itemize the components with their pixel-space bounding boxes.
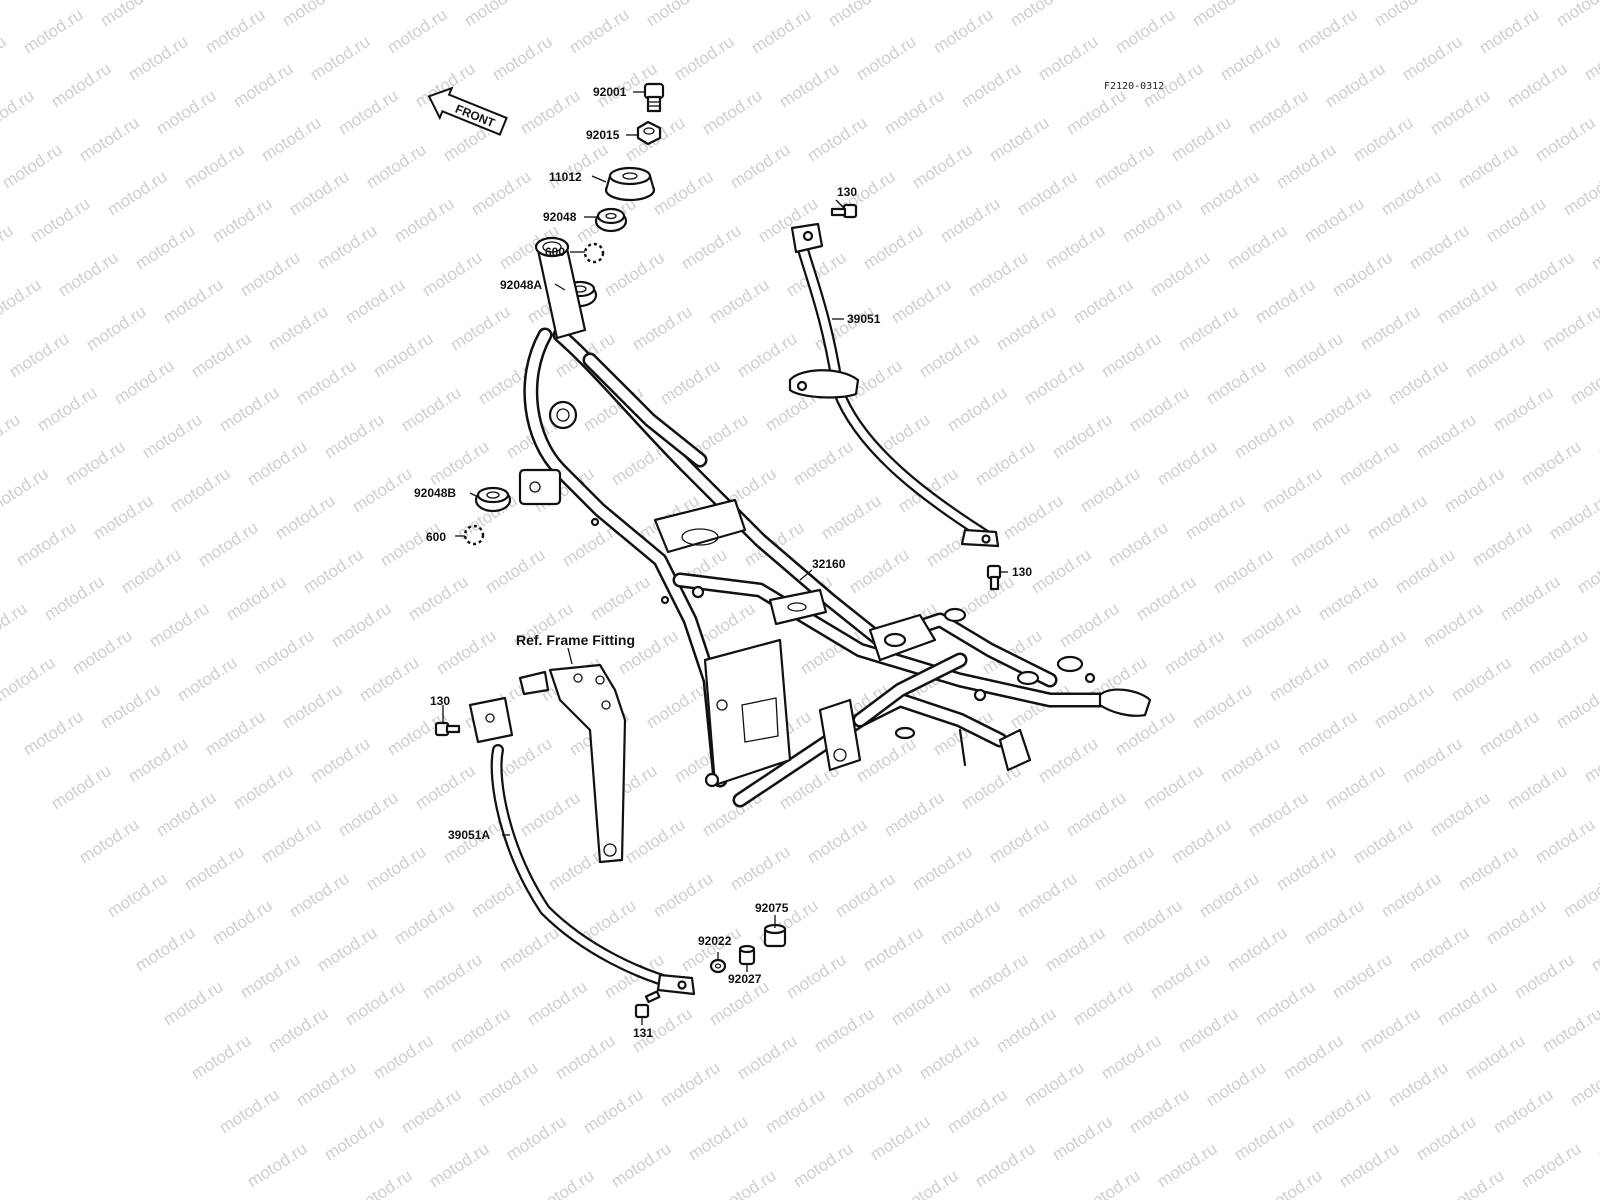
callout-92048: 92048 [543, 210, 577, 224]
collar-92027-icon [738, 944, 756, 966]
callout-39051: 39051 [847, 312, 881, 326]
ring-600-lower-icon [463, 524, 485, 546]
grommet-92048-icon [594, 207, 628, 233]
diagram-code: F2120-0312 [1104, 81, 1164, 92]
washer-92022-icon [709, 958, 727, 974]
callout-130-mid: 130 [1012, 565, 1032, 579]
spacer-92075-icon [763, 923, 787, 948]
callout-92048A: 92048A [500, 278, 542, 292]
strap-39051A-icon [468, 670, 696, 996]
bolt-130-left-icon [434, 721, 461, 737]
callout-92027: 92027 [728, 972, 762, 986]
callout-130-left: 130 [430, 694, 450, 708]
callout-600-upper: 600 [545, 245, 565, 259]
ref-frame-fitting-label: Ref. Frame Fitting [516, 632, 635, 648]
nut-92015-icon [636, 120, 662, 146]
ring-600-icon [583, 242, 605, 264]
callout-92015: 92015 [586, 128, 620, 142]
frame-fitting-bracket-icon [548, 663, 627, 864]
callout-32160: 32160 [812, 557, 846, 571]
strap-39051-icon [788, 222, 1000, 548]
leader-lines [442, 91, 1008, 1025]
callout-131: 131 [633, 1026, 653, 1040]
callout-92075: 92075 [755, 901, 789, 915]
callout-92048B: 92048B [414, 486, 456, 500]
callout-11012: 11012 [549, 170, 582, 184]
bolt-130-upper-icon [830, 203, 858, 219]
callout-130-upper: 130 [837, 185, 857, 199]
bolt-131-icon [634, 990, 661, 1019]
callout-39051A: 39051A [448, 828, 490, 842]
bolt-92001-icon [643, 82, 665, 113]
callout-92001: 92001 [593, 85, 627, 99]
cap-11012-icon [604, 166, 656, 202]
bushing-92048B-icon [474, 486, 512, 513]
callout-92022: 92022 [698, 934, 732, 948]
frame-32160-icon [518, 236, 1152, 808]
callout-600-lower: 600 [426, 530, 446, 544]
